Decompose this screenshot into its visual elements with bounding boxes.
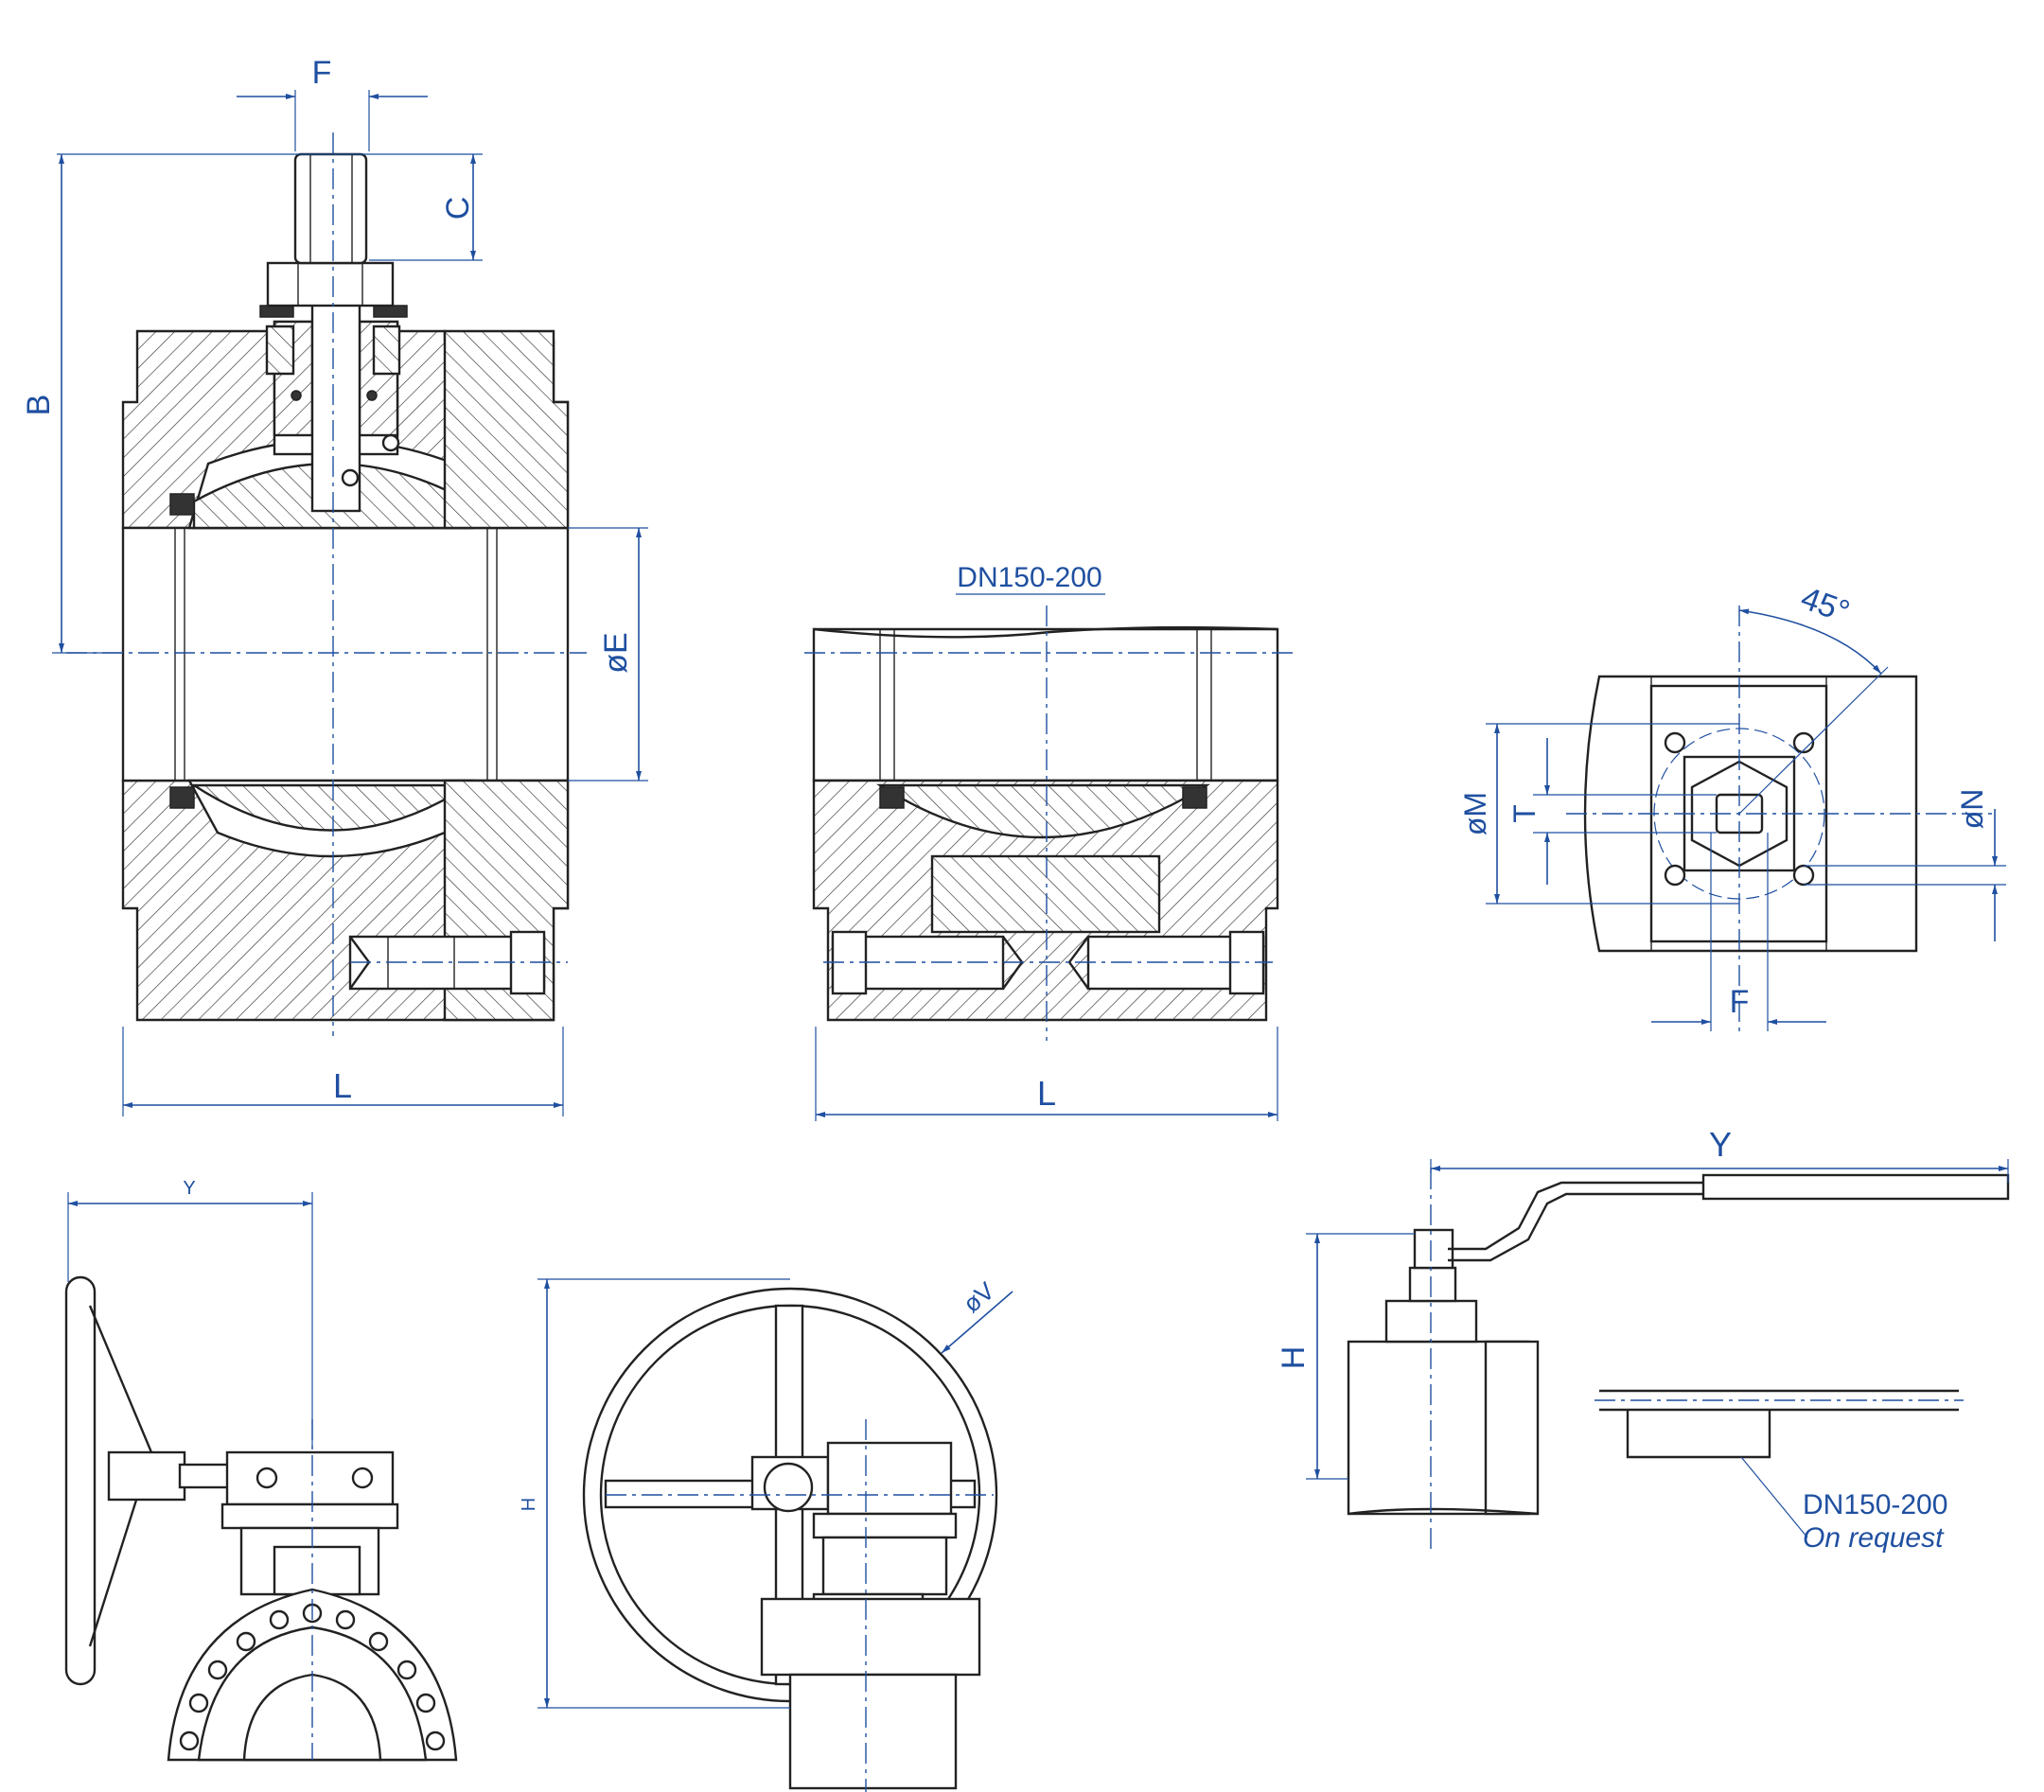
dim-F-label: F	[312, 55, 332, 91]
top-view: 45° øM T øN F	[1458, 580, 2006, 1036]
top-dim-F-label: F	[1730, 984, 1750, 1020]
gear-side-view: Y	[64, 1178, 458, 1762]
lever-dim-H-label: H	[1276, 1346, 1312, 1370]
lever-view: Y H DN150-200 On request	[1276, 1125, 2010, 1554]
dim-B-label: B	[21, 395, 57, 416]
dim-T-label: T	[1507, 804, 1542, 823]
note-on-request: On request	[1803, 1522, 1945, 1554]
dim-N-label: øN	[1955, 789, 1989, 830]
main-section-view: F C B øE L	[21, 55, 648, 1116]
dim-L-label: L	[333, 1066, 352, 1105]
note-dn-range: DN150-200	[1803, 1489, 1947, 1520]
gear-dim-H-label: H	[519, 1498, 539, 1511]
angle-label: 45°	[1796, 580, 1854, 630]
dim-C-label: C	[440, 197, 476, 220]
gear-front-view: H øV	[519, 1276, 1013, 1792]
dn-dim-L-label: L	[1037, 1074, 1056, 1113]
dim-E-label: øE	[598, 632, 634, 673]
dn-section-title: DN150-200	[957, 562, 1101, 593]
dn-section-view: DN150-200 L	[804, 562, 1296, 1121]
dim-M-label: øM	[1458, 792, 1492, 835]
lever-dim-Y-label: Y	[1709, 1125, 1732, 1164]
gear-dim-Y-label: Y	[183, 1178, 195, 1199]
gear-dim-V-label: øV	[958, 1276, 1000, 1319]
